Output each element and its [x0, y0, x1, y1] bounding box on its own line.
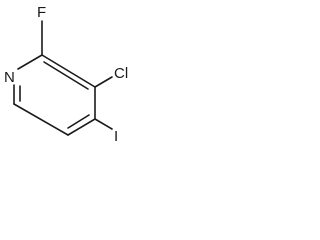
bond-c4-i [94, 118, 113, 130]
atom-label-nitrogen: N [4, 69, 15, 86]
molecule-structure: N F Cl I [4, 4, 128, 145]
bond-c4-c5-outer [67, 118, 96, 136]
bond-c4-c5-inner [67, 114, 90, 129]
atom-label-fluorine: F [37, 4, 46, 21]
bond-c2-c3-inner [43, 61, 89, 90]
bond-c5-c6 [13, 103, 69, 136]
atom-label-iodine: I [114, 128, 118, 145]
atom-label-chlorine: Cl [114, 65, 128, 82]
bond-c2-c3-outer [41, 54, 96, 88]
bonds [13, 20, 113, 136]
atom-labels: N F Cl I [4, 4, 128, 145]
bond-n-c2 [17, 54, 43, 70]
bond-c3-cl [94, 76, 113, 88]
